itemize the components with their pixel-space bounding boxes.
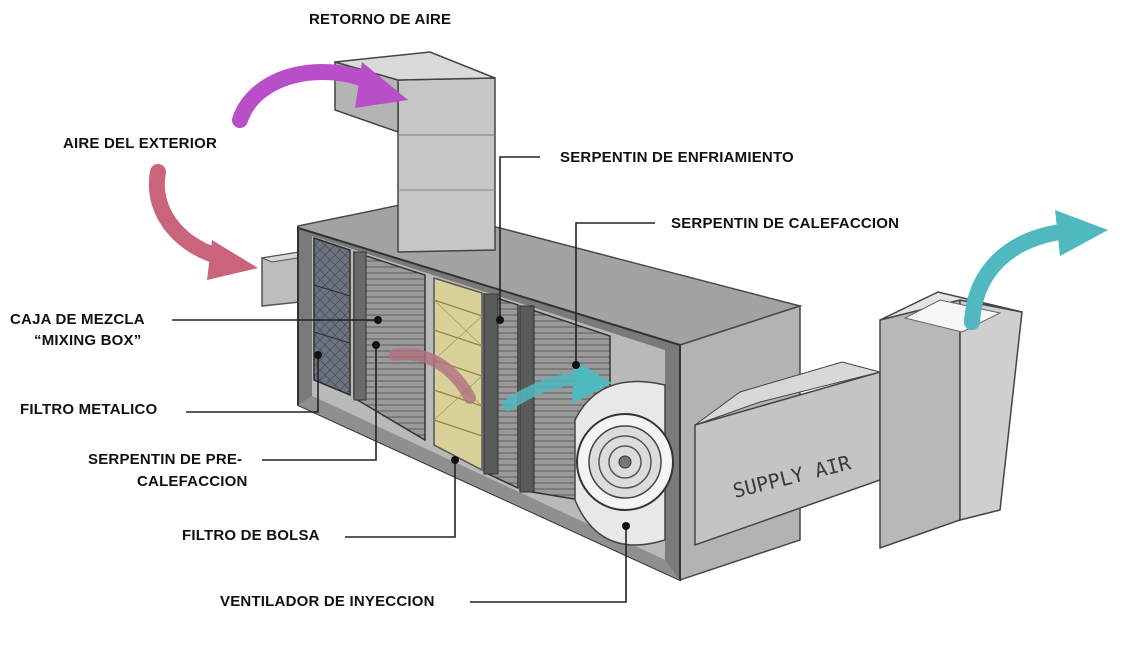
supply-fan (574, 380, 674, 546)
label-metal-filter: FILTRO METALICO (20, 401, 158, 418)
return-air-arrow (232, 62, 408, 128)
leader-preheating-coil (262, 345, 377, 461)
label-outside-air: AIRE DEL EXTERIOR (63, 135, 217, 152)
label-heating-coil: SERPENTIN DE CALEFACCION (671, 215, 900, 232)
leader-metal-filter (186, 355, 319, 413)
coil-airflow-arrow (502, 360, 612, 411)
label-bag-filter: FILTRO DE BOLSA (182, 527, 320, 544)
leader-lines (172, 156, 655, 603)
metal-filter (313, 236, 351, 397)
mixed-air-arrow (389, 348, 476, 404)
leader-supply-fan (470, 526, 627, 603)
leader-cooling-coil (499, 156, 540, 320)
label-supply-fan: VENTILADOR DE INYECCION (220, 593, 435, 610)
label-return-air: RETORNO DE AIRE (309, 11, 452, 28)
leader-bag-filter (345, 460, 456, 538)
label-preheating-coil-line1: SERPENTIN DE PRE- (88, 451, 243, 468)
supply-air-duct: SUPPLY AIR (694, 291, 1023, 550)
outside-air-arrow (148, 164, 258, 280)
label-mixing-box-line2: “MIXING BOX” (34, 332, 142, 349)
label-preheating-coil-line2: CALEFACCION (137, 473, 248, 490)
cooling-coil (483, 292, 519, 490)
leader-heating-coil (575, 222, 655, 365)
supply-air-arrow (964, 210, 1108, 330)
label-mixing-box-line1: CAJA DE MEZCLA (10, 311, 145, 328)
label-cooling-coil: SERPENTIN DE ENFRIAMIENTO (560, 149, 794, 166)
leader-dots (314, 316, 630, 530)
preheating-coil (353, 250, 426, 442)
